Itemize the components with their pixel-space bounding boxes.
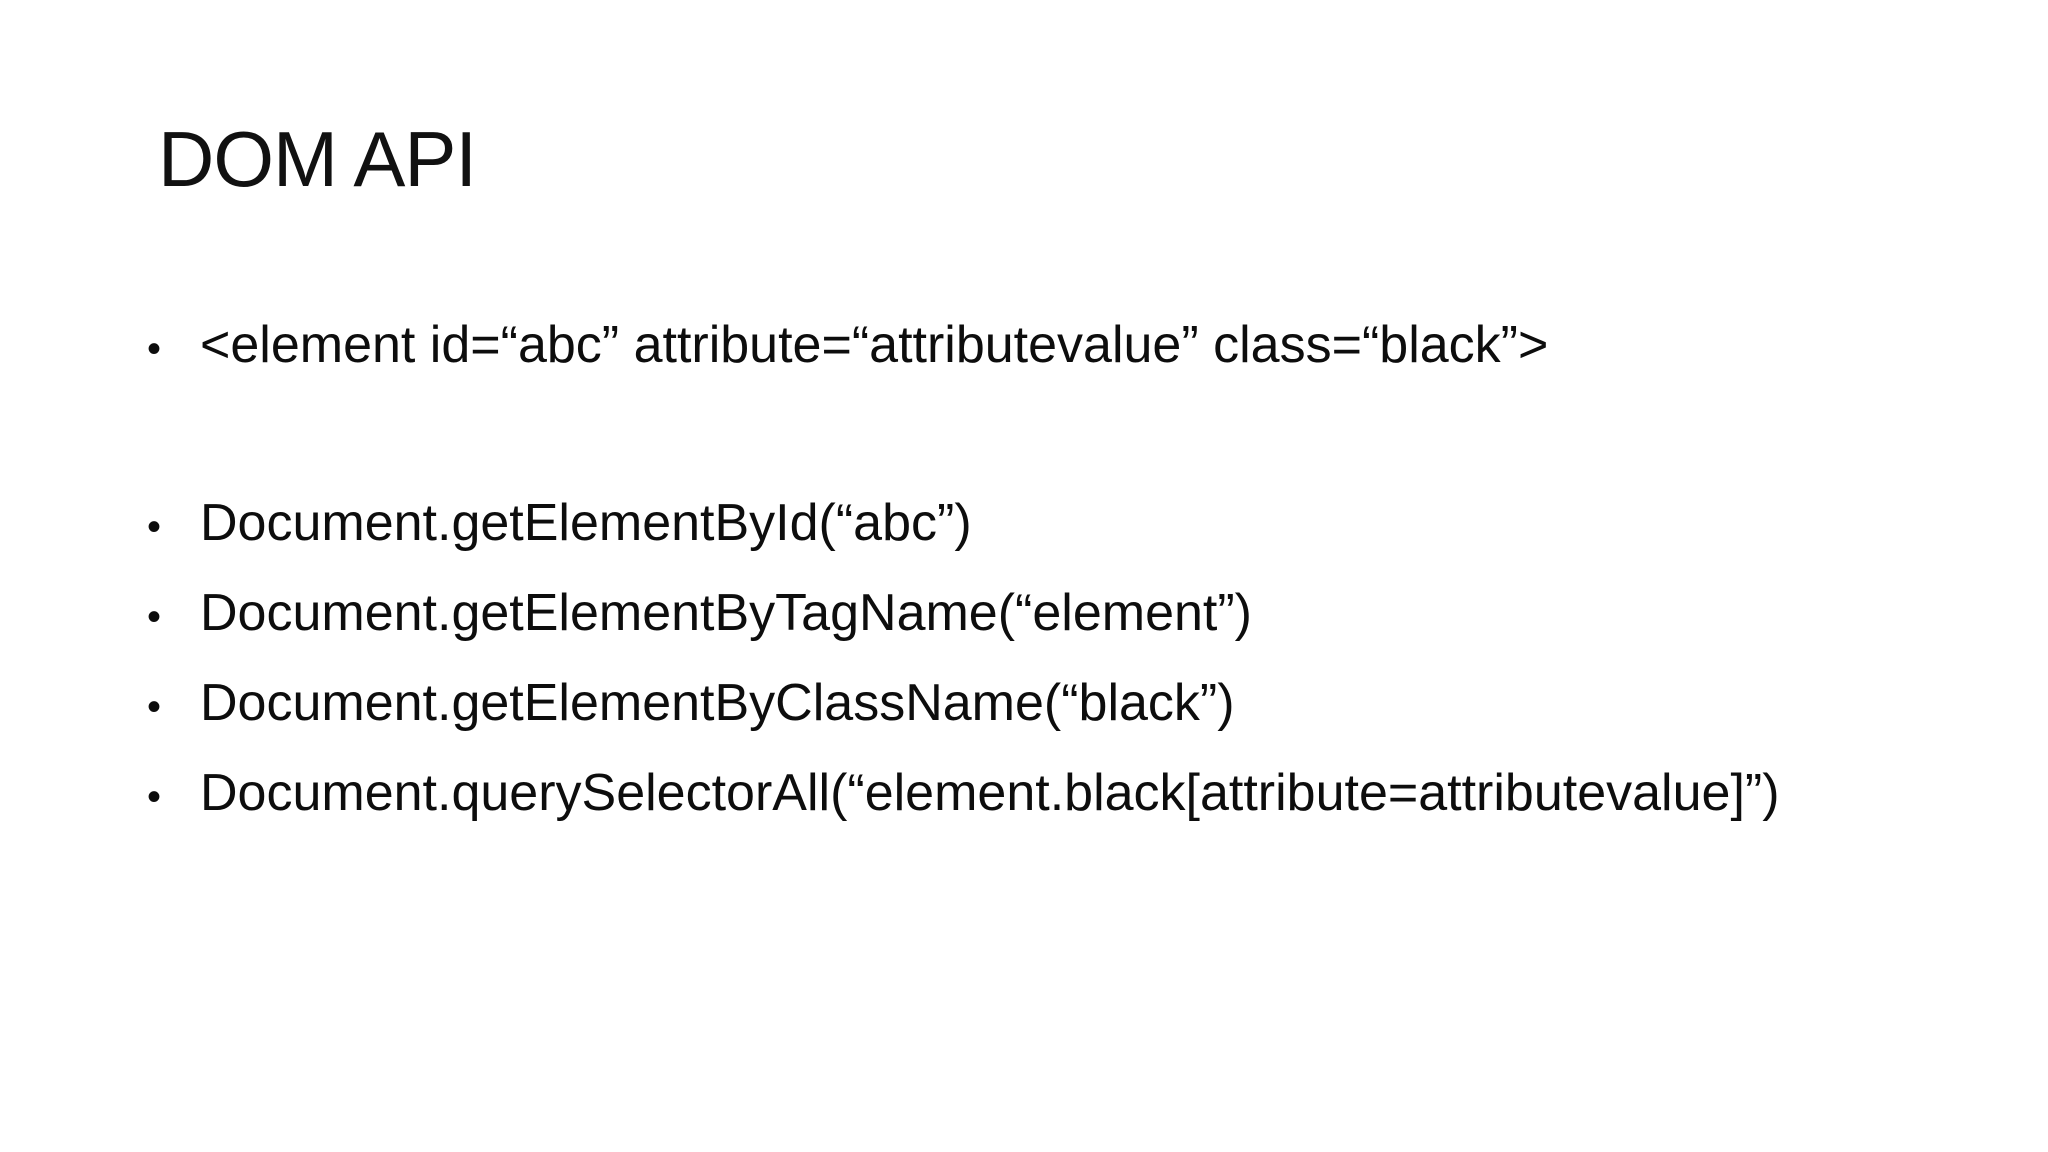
bullet-text: <element id=“abc” attribute=“attributeva… [200, 316, 1549, 374]
slide-title: DOM API [158, 115, 477, 203]
bullet-item-get-element-by-class-name: • Document.getElementByClassName(“black”… [147, 660, 1780, 750]
bullet-item-query-selector-all: • Document.querySelectorAll(“element.bla… [147, 750, 1780, 840]
bullet-marker: • [147, 775, 162, 819]
bullet-marker: • [147, 685, 162, 729]
bullet-item-get-element-by-id: • Document.getElementById(“abc”) [147, 480, 1780, 570]
bullet-marker: • [147, 595, 162, 639]
bullet-marker: • [147, 327, 162, 371]
bullet-item-element-example: • <element id=“abc” attribute=“attribute… [147, 302, 1780, 392]
bullet-text: Document.querySelectorAll(“element.black… [200, 764, 1780, 822]
bullet-text: Document.getElementByTagName(“element”) [200, 584, 1252, 642]
bullet-item-get-element-by-tag-name: • Document.getElementByTagName(“element”… [147, 570, 1780, 660]
bullet-list: • <element id=“abc” attribute=“attribute… [147, 302, 1780, 840]
bullet-marker: • [147, 505, 162, 549]
bullet-text: Document.getElementByClassName(“black”) [200, 674, 1235, 732]
bullet-text: Document.getElementById(“abc”) [200, 494, 972, 552]
